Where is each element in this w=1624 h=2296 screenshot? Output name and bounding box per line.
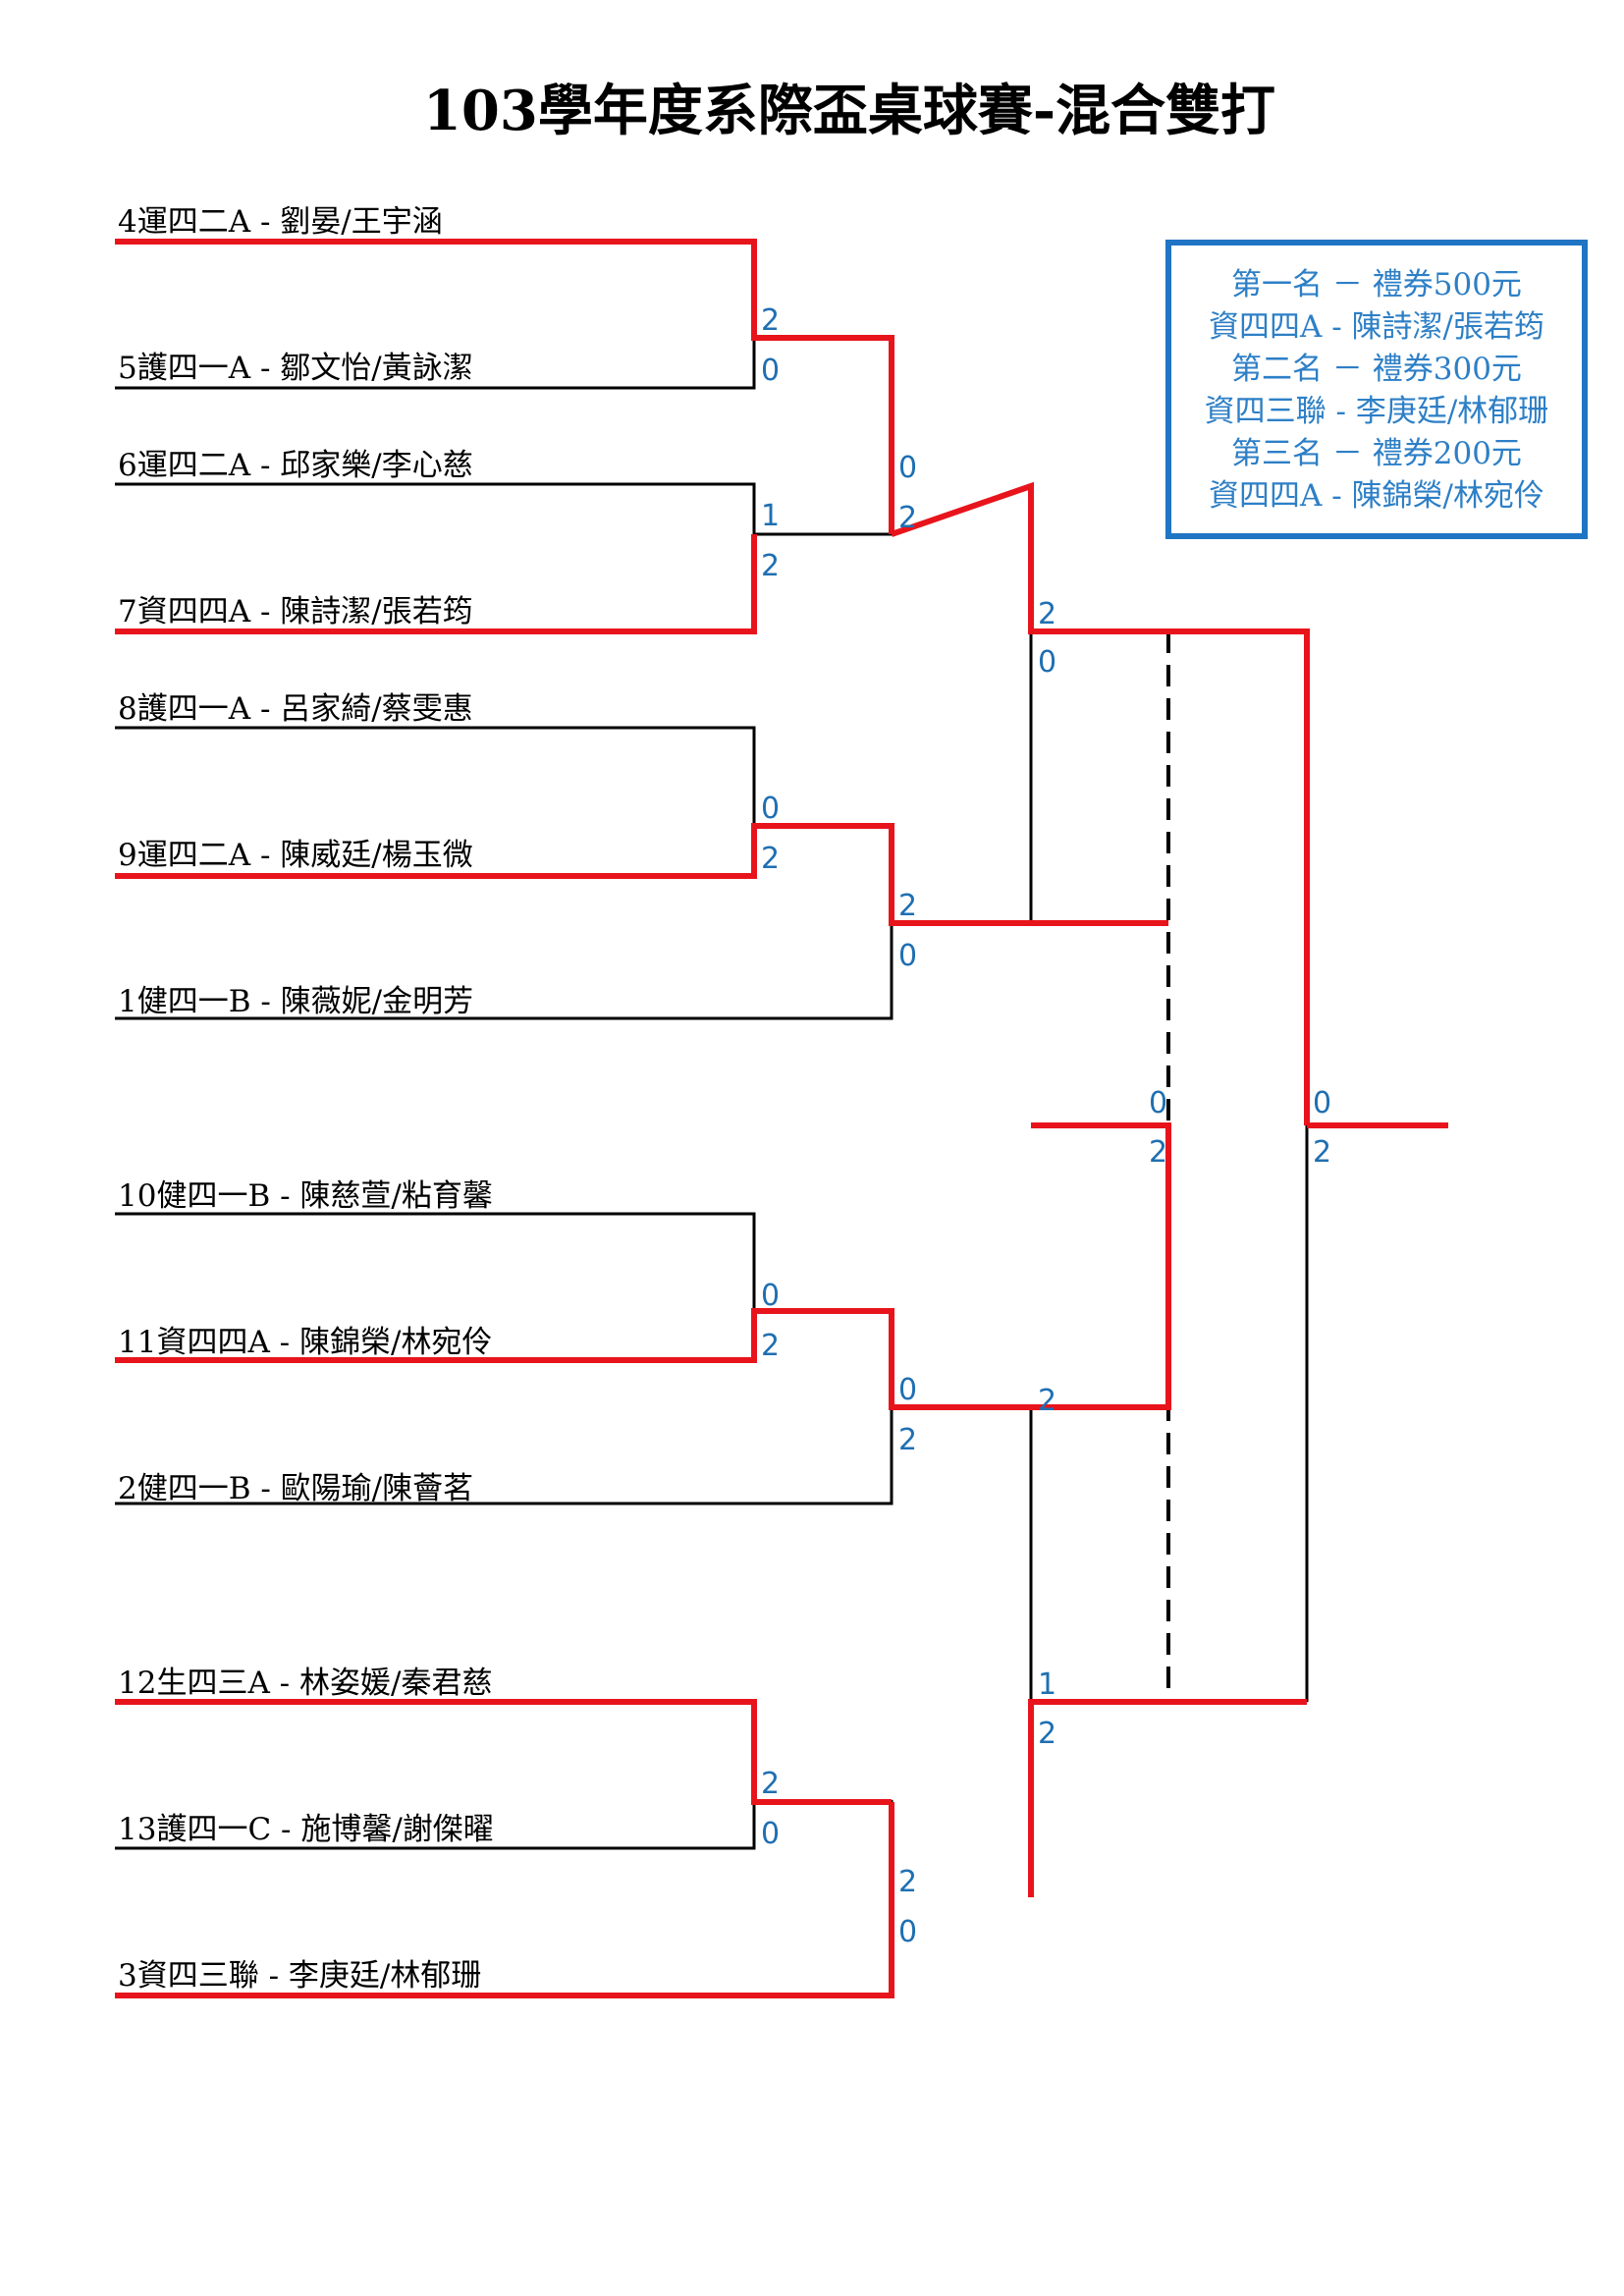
team-label: 10健四一B - 陳慈萱/粘育馨 — [118, 1178, 493, 1214]
page-title: 103學年度系際盃桌球賽-混合雙打 — [423, 79, 1275, 143]
scores: 2 0 1 2 0 2 0 2 2 0 0 2 2 0 0 2 2 0 2 0 … — [761, 303, 1331, 1949]
team-label: 9運四二A - 陳威廷/楊玉微 — [118, 838, 473, 873]
team-label: 2健四一B - 歐陽瑜/陳薈茗 — [118, 1471, 473, 1506]
score: 2 — [1149, 1135, 1167, 1170]
prize-line: 資四三聯 - 李庚廷/林郁珊 — [1205, 394, 1549, 429]
score: 2 — [898, 1865, 917, 1899]
team-label: 11資四四A - 陳錦榮/林宛伶 — [118, 1325, 492, 1360]
score: 2 — [1038, 1717, 1056, 1751]
team-label: 3資四三聯 - 李庚廷/林郁珊 — [118, 1958, 481, 1994]
score: 0 — [898, 1373, 917, 1407]
losing-paths — [115, 338, 1309, 1995]
score: 2 — [898, 501, 917, 535]
score: 0 — [1313, 1086, 1331, 1121]
prize-line: 資四四A - 陳詩潔/張若筠 — [1209, 309, 1544, 345]
score: 0 — [898, 939, 917, 973]
team-label: 12生四三A - 林姿媛/秦君慈 — [118, 1666, 492, 1701]
prize-line: 第一名 － 禮券500元 — [1231, 267, 1522, 302]
score: 0 — [1149, 1086, 1167, 1121]
score: 0 — [898, 1915, 917, 1949]
team-label: 4運四二A - 劉晏/王宇涵 — [118, 204, 443, 240]
team-label: 6運四二A - 邱家樂/李心慈 — [118, 448, 473, 483]
prize-line: 第三名 － 禮券200元 — [1231, 436, 1522, 471]
score: 0 — [761, 1817, 780, 1851]
score: 2 — [1038, 1384, 1056, 1418]
prize-line: 第二名 － 禮券300元 — [1231, 352, 1522, 387]
score: 2 — [1038, 597, 1056, 631]
score: 2 — [898, 1423, 917, 1457]
score: 2 — [761, 1329, 780, 1363]
score: 1 — [1038, 1667, 1056, 1702]
score: 0 — [761, 1279, 780, 1313]
team-label: 8護四一A - 呂家綺/蔡雯惠 — [118, 691, 473, 727]
score: 0 — [1038, 645, 1056, 680]
team-labels: 4運四二A - 劉晏/王宇涵 5護四一A - 鄒文怡/黃詠潔 6運四二A - 邱… — [118, 204, 494, 1994]
score: 2 — [761, 303, 780, 338]
score: 1 — [761, 499, 780, 533]
score: 0 — [898, 451, 917, 485]
score: 2 — [761, 842, 780, 876]
score: 0 — [761, 354, 780, 388]
team-label: 13護四一C - 施博馨/謝傑曜 — [118, 1812, 494, 1847]
score: 2 — [761, 1767, 780, 1801]
team-label: 7資四四A - 陳詩潔/張若筠 — [118, 594, 473, 629]
score: 0 — [761, 792, 780, 826]
score: 2 — [898, 889, 917, 923]
winning-paths — [115, 239, 1448, 1998]
team-label: 1健四一B - 陳薇妮/金明芳 — [118, 984, 473, 1019]
score: 2 — [761, 549, 780, 583]
prize-box: 第一名 － 禮券500元 資四四A - 陳詩潔/張若筠 第二名 － 禮券300元… — [1165, 240, 1588, 539]
prize-line: 資四四A - 陳錦榮/林宛伶 — [1209, 478, 1544, 514]
score: 2 — [1313, 1135, 1331, 1170]
team-label: 5護四一A - 鄒文怡/黃詠潔 — [118, 351, 473, 386]
bracket-lines — [115, 239, 1448, 1998]
